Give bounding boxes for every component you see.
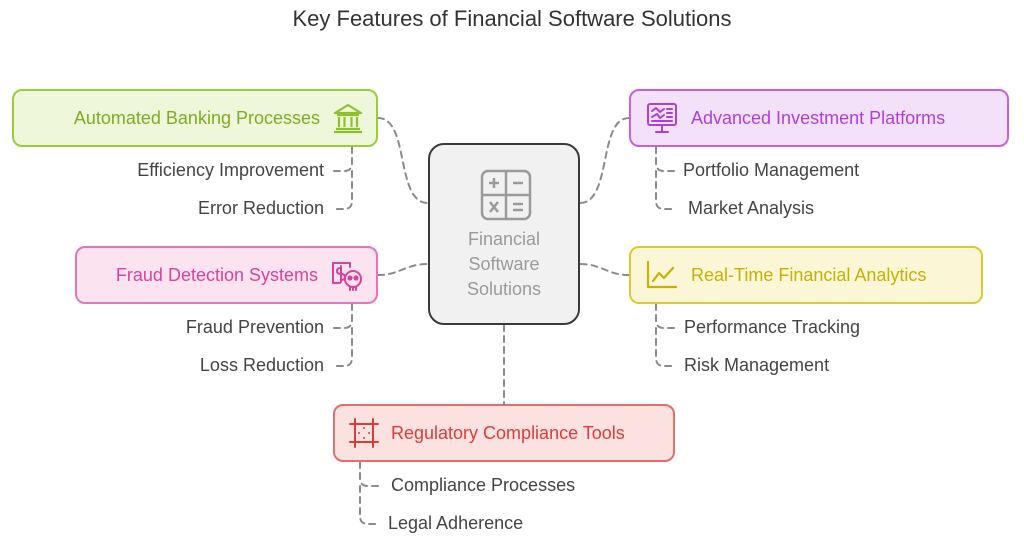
sub-portfolio-management: Portfolio Management <box>683 160 860 180</box>
sub-connector-error <box>333 170 353 210</box>
sub-compliance-processes: Compliance Processes <box>391 475 576 495</box>
sub-loss-reduction: Loss Reduction <box>199 355 324 375</box>
center-label-line: Software <box>468 254 540 274</box>
calculator-icon <box>480 169 532 221</box>
bank-icon <box>333 103 363 134</box>
sub-performance-tracking: Performance Tracking <box>684 317 861 337</box>
frame-icon <box>349 418 379 448</box>
sub-connector-efficiency <box>333 146 353 172</box>
feature-real-time-analytics: Real-Time Financial Analytics <box>629 246 983 304</box>
feature-label: Advanced Investment Platforms <box>691 107 946 128</box>
sub-fraud-prevention: Fraud Prevention <box>185 317 324 337</box>
center-node: Financial Software Solutions <box>428 143 580 325</box>
feature-label: Real-Time Financial Analytics <box>691 264 927 285</box>
center-label: Financial Software Solutions <box>430 227 578 302</box>
sub-legal-adherence: Legal Adherence <box>388 513 524 533</box>
connector-automated-banking <box>377 117 429 204</box>
sub-error-reduction: Error Reduction <box>197 198 324 218</box>
feature-label: Regulatory Compliance Tools <box>391 422 625 443</box>
feature-fraud-detection: Fraud Detection Systems <box>75 246 378 304</box>
feature-regulatory-compliance: Regulatory Compliance Tools <box>333 404 675 462</box>
connector-advanced-investment <box>579 117 630 204</box>
sub-connector-performance <box>655 303 675 329</box>
sub-connector-fraud-prevention <box>333 303 353 329</box>
center-label-line: Financial <box>467 229 541 249</box>
line-chart-icon <box>646 260 678 289</box>
sub-connector-compliance <box>359 461 379 487</box>
sub-connector-risk <box>655 327 675 367</box>
center-label-line: Solutions <box>466 279 542 299</box>
sub-connector-legal <box>359 485 379 525</box>
sub-connector-loss <box>333 327 353 367</box>
feature-label: Automated Banking Processes <box>73 107 320 128</box>
diagram-title: Key Features of Financial Software Solut… <box>292 6 732 31</box>
sub-efficiency-improvement: Efficiency Improvement <box>137 160 324 180</box>
sub-risk-management: Risk Management <box>684 355 830 375</box>
investment-monitor-icon <box>647 103 677 133</box>
feature-advanced-investment: Advanced Investment Platforms <box>629 89 1009 147</box>
sub-market-analysis: Market Analysis <box>688 198 815 218</box>
feature-automated-banking: Automated Banking Processes <box>12 89 378 147</box>
connector-real-time-analytics <box>579 263 630 276</box>
connector-fraud-detection <box>377 263 429 276</box>
fraud-skull-icon <box>332 262 362 291</box>
feature-label: Fraud Detection Systems <box>115 264 318 285</box>
sub-connector-portfolio <box>655 146 675 172</box>
sub-connector-market <box>655 170 675 210</box>
